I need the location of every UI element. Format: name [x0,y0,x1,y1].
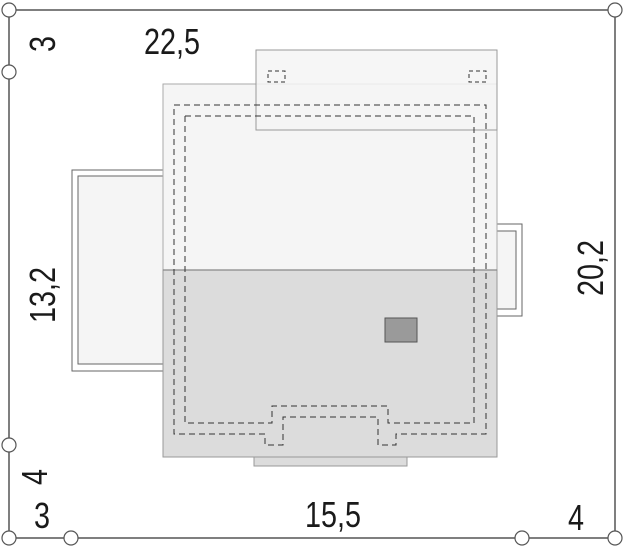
chimney [384,317,418,343]
dim-plot-width-bottom: 15,5 [305,494,361,535]
wall-outline-inner [184,115,475,424]
terrace-left-inner [77,175,164,365]
dim-right-depth: 20,2 [570,240,611,296]
boundary-marker [1,437,17,453]
roof-dark [162,269,498,458]
boundary-marker [607,530,623,546]
boundary-marker [607,2,623,18]
dim-top-setback: 3 [22,36,63,52]
wall-outline-outer [173,104,487,446]
boundary-marker [1,2,17,18]
pillar-right [468,70,487,83]
entrance-protrusion [253,456,408,467]
dim-bottom-left-vertical: 4 [14,469,55,485]
roof-top-garage [255,49,498,131]
boundary-marker [1,64,17,80]
dim-plot-width-top: 22,5 [144,21,200,62]
dim-left-depth: 13,2 [22,267,63,323]
pillar-left [267,70,286,83]
dim-bottom-right: 4 [568,497,584,538]
boundary-marker [1,530,17,546]
dim-bottom-left: 3 [34,495,50,536]
boundary-marker [514,530,530,546]
porch-right-inner [496,230,517,310]
boundary-marker [63,530,79,546]
